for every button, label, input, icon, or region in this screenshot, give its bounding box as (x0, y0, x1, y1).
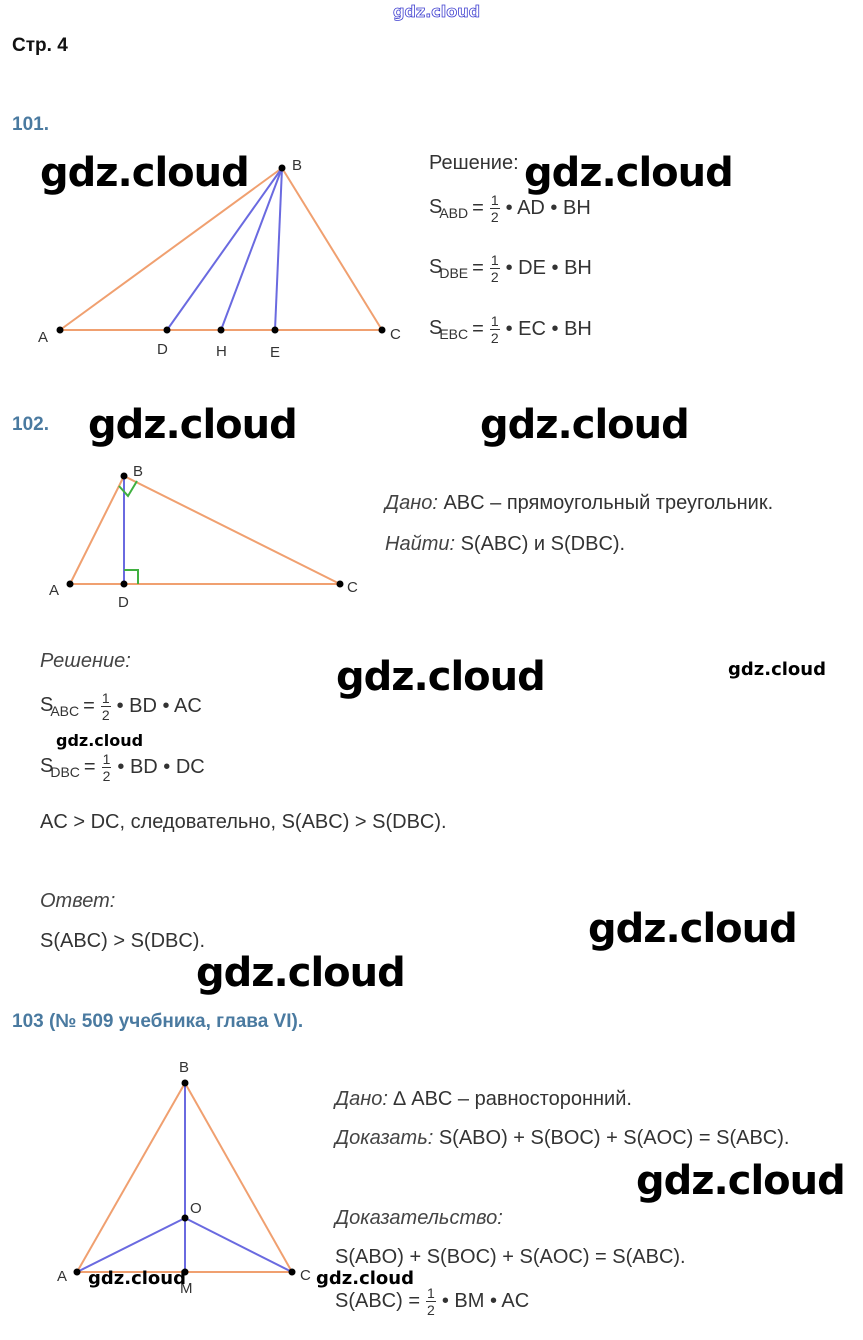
watermark: gdz.cloud (316, 1268, 414, 1289)
diagram-102: A B C D (49, 463, 358, 611)
solution-label: Решение: (40, 650, 131, 672)
watermark: gdz.cloud (88, 1268, 186, 1289)
problem-102-number: 102. (12, 414, 49, 435)
proof-line: S(ABO) + S(BOC) + S(AOC) = S(ABC). (335, 1246, 686, 1268)
point-label: B (292, 157, 302, 174)
watermark: gdz.cloud (40, 150, 250, 196)
point-label: C (347, 579, 358, 596)
side-bc (281, 167, 383, 331)
given: Дано: ABC – прямоугольный треугольник. (385, 492, 774, 514)
watermark: gdz.cloud (336, 654, 546, 700)
proof-label: Доказательство: (335, 1207, 503, 1229)
problem-101-number: 101. (12, 114, 49, 135)
point-label: C (390, 326, 401, 343)
point-label: A (57, 1268, 67, 1285)
watermark: gdz.cloud (524, 150, 734, 196)
watermark: gdz.cloud (480, 402, 690, 448)
right-angle-mark (124, 569, 139, 584)
segment-bh (220, 167, 283, 331)
watermark: gdz.cloud (588, 906, 798, 952)
watermark: gdz.cloud (88, 402, 298, 448)
point-label: D (157, 341, 168, 358)
watermark: gdz.cloud (728, 659, 826, 680)
point-label: C (300, 1267, 311, 1284)
given: Дано: ∆ ABC – равносторонний. (335, 1088, 632, 1110)
watermark: gdz.cloud (636, 1158, 846, 1204)
watermark: gdz.cloud (56, 731, 144, 750)
side-ab (59, 167, 283, 331)
watermark: gdz.cloud (393, 2, 481, 22)
segment-be (274, 167, 283, 331)
point-label: O (190, 1200, 202, 1217)
watermark: gdz.cloud (196, 950, 406, 996)
conclusion: AC > DC, следовательно, S(ABC) > S(DBC). (40, 811, 447, 833)
point-label: D (118, 594, 129, 611)
point-label: B (179, 1059, 189, 1076)
right-angle-mark (118, 480, 138, 498)
answer-label: Ответ: (40, 890, 116, 912)
solution-label: Решение: (429, 152, 519, 174)
point-label: H (216, 343, 227, 360)
diagram-101: A B C D H E (38, 157, 401, 361)
page-header: Стр. 4 (12, 35, 68, 56)
diagram-103: A B C O M (57, 1059, 311, 1297)
point-label: A (49, 582, 59, 599)
segment-bd (166, 167, 283, 331)
point-label: B (133, 463, 143, 480)
answer-text: S(ABC) > S(DBC). (40, 930, 206, 952)
prove: Доказать: S(ABO) + S(BOC) + S(AOC) = S(A… (335, 1127, 790, 1149)
point-label: M (180, 1280, 193, 1297)
problem-103-number: 103 (№ 509 учебника, глава VI). (12, 1011, 304, 1032)
point-label: E (270, 344, 280, 361)
point-label: A (38, 329, 48, 346)
find: Найти: S(ABC) и S(DBC). (385, 533, 626, 555)
